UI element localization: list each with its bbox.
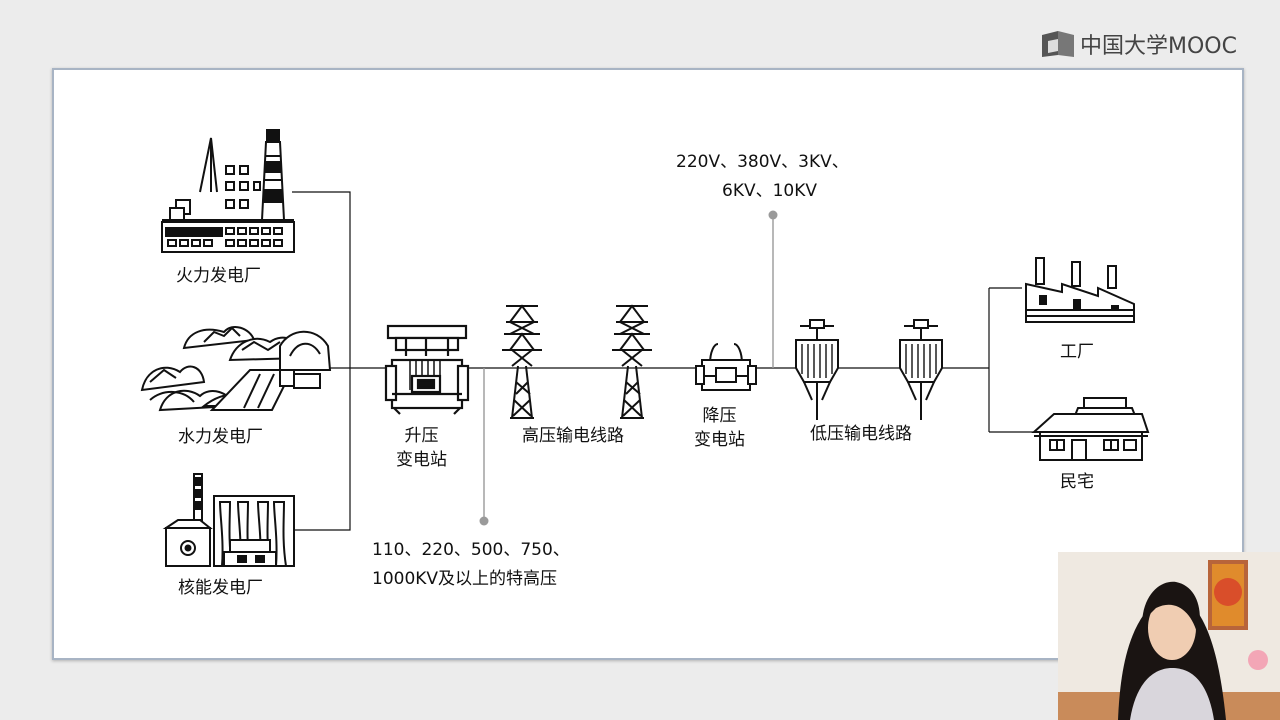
step-up-transformer-icon — [384, 324, 470, 415]
residence-label: 民宅 — [1060, 472, 1094, 492]
thermal-plant-label: 火力发电厂 — [176, 266, 261, 286]
low-voltage-note: 220V、380V、3KV、 6KV、10KV — [676, 148, 849, 206]
power-system-diagram — [140, 129, 1150, 567]
step-down-label-line2: 变电站 — [694, 430, 745, 450]
high-voltage-note-line2: 1000KV及以上的特高压 — [372, 569, 558, 589]
low-voltage-pole-icon-2 — [899, 319, 943, 420]
high-voltage-line-label: 高压输电线路 — [522, 426, 624, 446]
high-voltage-note-line1: 110、220、500、750、 — [372, 540, 570, 560]
low-voltage-note-line1: 220V、380V、3KV、 — [676, 152, 849, 172]
high-voltage-callout-dot — [479, 516, 489, 526]
low-voltage-pole-icon-1 — [795, 319, 839, 420]
low-voltage-line-label: 低压输电线路 — [810, 424, 912, 444]
logo-text: 中国大学MOOC — [1080, 34, 1237, 59]
factory-label: 工厂 — [1060, 342, 1094, 362]
step-down-station-label: 降压 变电站 — [694, 404, 745, 452]
residence-icon — [1031, 397, 1150, 461]
mooc-logo: 中国大学MOOC — [1040, 28, 1237, 60]
book-logo-icon — [1042, 31, 1074, 57]
hydro-plant-label: 水力发电厂 — [178, 427, 263, 447]
step-up-label-line1: 升压 — [404, 426, 439, 446]
presenter-webcam — [1058, 552, 1280, 720]
low-voltage-note-line2: 6KV、10KV — [722, 181, 818, 201]
nuclear-plant-icon — [162, 473, 295, 567]
factory-icon — [1025, 257, 1135, 323]
presenter-video-frame — [1058, 552, 1280, 720]
hydro-plant-icon — [140, 325, 332, 412]
step-up-label-line2: 变电站 — [396, 450, 447, 470]
high-voltage-tower-icon-1 — [502, 304, 542, 419]
high-voltage-tower-icon-2 — [612, 304, 652, 419]
step-down-transformer-icon — [695, 343, 757, 391]
step-down-label-line1: 降压 — [702, 406, 737, 426]
nuclear-plant-label: 核能发电厂 — [178, 578, 263, 598]
step-up-station-label: 升压 变电站 — [396, 424, 447, 472]
low-voltage-callout-dot — [768, 210, 778, 220]
source-bus-line — [292, 191, 351, 531]
slide-content: 火力发电厂 水力发电厂 核能发电厂 升压 变电站 高压输电线路 降压 变电站 低… — [52, 68, 1244, 660]
thermal-plant-icon — [161, 129, 295, 253]
high-voltage-note: 110、220、500、750、 1000KV及以上的特高压 — [372, 536, 570, 594]
